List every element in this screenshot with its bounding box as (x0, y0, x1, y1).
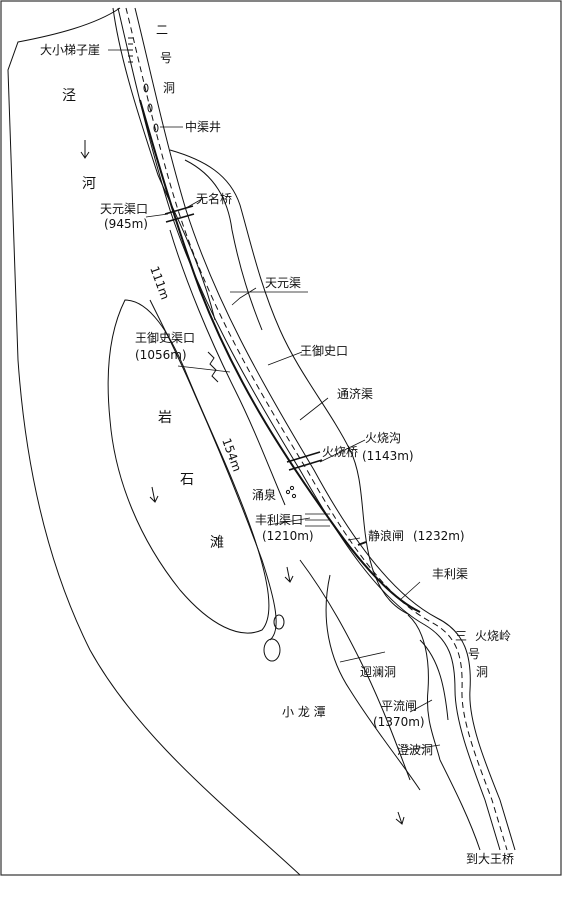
spring-1 (285, 489, 291, 495)
label-tan: 滩 (210, 535, 224, 551)
rock-small-2 (273, 614, 285, 630)
bridge-wuming (164, 205, 195, 223)
main-canal-right (134, 7, 516, 851)
well-1 (143, 83, 149, 93)
map-frame (0, 0, 562, 876)
label-pingliu-m: (1370m) (373, 715, 425, 729)
label-huoshao-qiao: 火烧桥 (322, 445, 358, 459)
tunnel3-branch-2 (419, 639, 449, 721)
label-d154: 154m (219, 436, 244, 473)
well-2 (147, 103, 153, 113)
label-pingliu: 平流闸 (381, 699, 417, 713)
east-bank (169, 149, 411, 616)
label-dawang: 到大王桥 (466, 852, 514, 866)
label-wangyushi-ko2: 王御史口 (300, 343, 348, 358)
label-chengbo: 澄波洞 (397, 742, 433, 757)
label-jinglang-m: (1232m) (413, 529, 465, 543)
label-zhongqu: 中渠井 (185, 119, 221, 134)
bridge-huoshao (286, 451, 323, 471)
bottom-bank (439, 759, 481, 851)
label-fengli-qu: 丰利渠 (432, 567, 468, 581)
label-d111: 111m (147, 264, 172, 301)
label-wuming: 无名桥 (196, 191, 232, 206)
left-riverbank (7, 7, 301, 876)
cliff-edge (112, 7, 216, 321)
tunnel3-branch (407, 614, 441, 761)
pool-shore (325, 574, 421, 791)
label-wangyushi-kou-m: (1056m) (135, 348, 187, 362)
label-tianyuan-kou-m: (945m) (104, 217, 148, 231)
leaders (108, 49, 441, 751)
label-tunnel2-b: 号 (160, 51, 172, 65)
flow-arrow-2 (149, 486, 159, 503)
label-river-b: 河 (82, 176, 96, 192)
label-tunnel3-c: 洞 (476, 665, 488, 679)
label-river-a: 泾 (62, 88, 76, 104)
cliff-ladder (128, 37, 133, 63)
label-tunnel2-a: 二 (156, 23, 168, 37)
rock-beach-inner (149, 299, 277, 641)
wangyushi-zigzag (207, 351, 219, 383)
label-tianyuan-qu: 天元渠 (265, 276, 301, 290)
flow-arrow-3 (284, 566, 294, 583)
label-huoshaoling: 火烧岭 (475, 629, 511, 643)
label-jinglang: 静浪闸 (368, 528, 404, 543)
main-canal-center (125, 7, 508, 851)
label-xiaolongtan: 小 龙 潭 (282, 705, 326, 719)
spring-3 (289, 485, 295, 491)
rock-small-1 (263, 638, 281, 662)
flow-arrow-4 (395, 811, 405, 825)
inner-channel (169, 229, 286, 506)
flow-arrow-1 (80, 140, 90, 159)
label-wangyushi-kou: 王御史渠口 (135, 330, 195, 345)
label-fengli-kou-m: (1210m) (262, 529, 314, 543)
label-yan: 岩 (158, 410, 172, 426)
label-huoshao-gou: 火烧沟 (365, 431, 401, 445)
fengli-gate-marks (305, 513, 330, 527)
label-shi: 石 (180, 472, 194, 488)
label-cliff: 大小梯子崖 (40, 43, 100, 57)
main-canal-thick (139, 99, 421, 613)
label-fengli-kou: 丰利渠口 (255, 513, 303, 527)
label-tunnel3-b: 号 (468, 647, 480, 661)
main-canal-left (117, 7, 501, 851)
rock-beach-outline (107, 299, 270, 634)
spring-2 (291, 493, 297, 499)
gate-jinglang (357, 541, 367, 546)
label-huilan: 迴澜洞 (360, 665, 396, 679)
label-yongquan: 涌泉 (252, 488, 276, 502)
east-bank-outer (184, 159, 263, 331)
label-tongji: 通济渠 (337, 386, 373, 401)
label-tunnel3-a: 三 (455, 629, 467, 643)
lower-shore (299, 559, 411, 781)
well-3 (153, 123, 159, 133)
label-huoshao-m: (1143m) (362, 449, 414, 463)
label-tunnel2-c: 洞 (163, 81, 175, 95)
label-tianyuan-kou: 天元渠口 (100, 202, 148, 216)
